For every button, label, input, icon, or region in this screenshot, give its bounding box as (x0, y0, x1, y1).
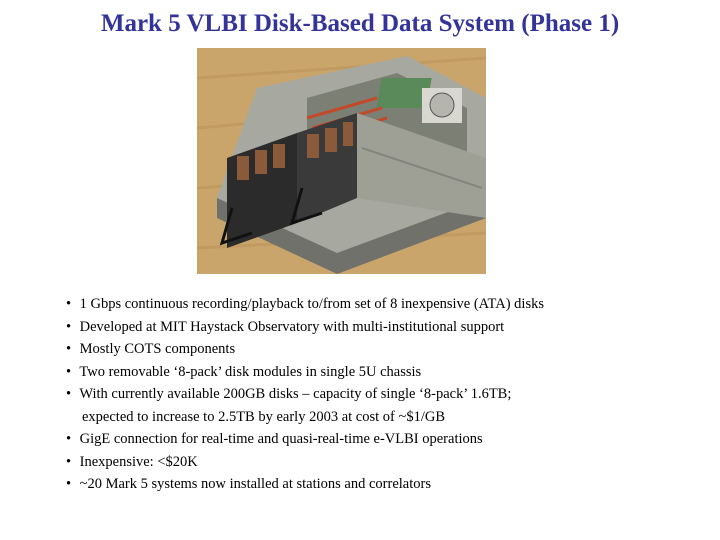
bullet-text: With currently available 200GB disks – c… (79, 386, 512, 402)
bullet-glyph: • (66, 453, 72, 470)
bullet-item: • 1 Gbps continuous recording/playback t… (66, 293, 706, 316)
bullet-item: • ~20 Mark 5 systems now installed at st… (66, 473, 706, 496)
bullet-text: Two removable ‘8-pack’ disk modules in s… (79, 363, 422, 380)
bullet-item: • Mostly COTS components (66, 338, 706, 361)
bullet-glyph: • (66, 296, 72, 312)
bullet-glyph: • (66, 363, 72, 380)
bullet-text: Developed at MIT Haystack Observatory wi… (79, 318, 505, 335)
bullet-list: • 1 Gbps continuous recording/playback t… (66, 293, 706, 496)
bullet-glyph: • (66, 386, 72, 402)
bullet-text: Mostly COTS components (79, 341, 236, 357)
bullet-text: GigE connection for real-time and quasi-… (79, 431, 483, 447)
bullet-item: • GigE connection for real-time and quas… (66, 428, 706, 451)
bullet-glyph: • (66, 431, 72, 447)
bullet-continuation: expected to increase to 2.5TB by early 2… (82, 408, 445, 425)
slide-title: Mark 5 VLBI Disk-Based Data System (Phas… (100, 10, 620, 37)
mark5-chassis-photo (197, 48, 486, 274)
chassis-illustration (197, 48, 486, 274)
bullet-item: • With currently available 200GB disks –… (66, 383, 706, 428)
bullet-text: 1 Gbps continuous recording/playback to/… (79, 296, 544, 312)
bullet-glyph: • (66, 476, 72, 492)
bullet-item: • Two removable ‘8-pack’ disk modules in… (66, 361, 706, 384)
bullet-glyph: • (66, 318, 72, 335)
bullet-item: • Inexpensive: <$20K (66, 451, 706, 474)
bullet-glyph: • (66, 341, 72, 357)
bullet-text: Inexpensive: <$20K (79, 453, 198, 470)
bullet-item: • Developed at MIT Haystack Observatory … (66, 316, 706, 339)
bullet-text: ~20 Mark 5 systems now installed at stat… (79, 476, 431, 492)
